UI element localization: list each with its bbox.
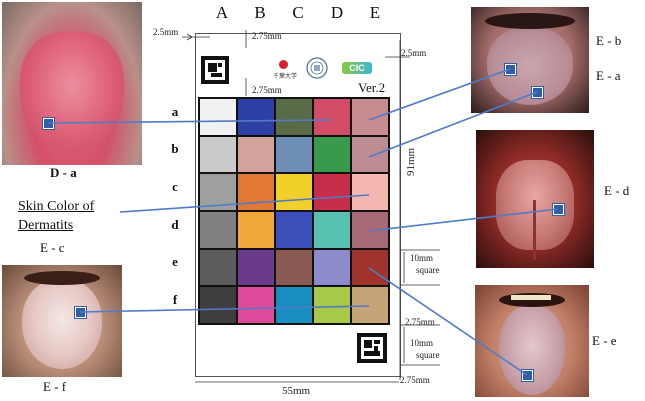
photo-label-e-a: E - a <box>596 68 621 83</box>
marker-e-b <box>505 64 516 75</box>
color-patch-b-c <box>238 174 274 210</box>
color-patch-d-f <box>314 287 350 323</box>
color-patch-e-e <box>352 249 388 286</box>
cic-logo: CIC <box>342 62 372 74</box>
color-patch-b-b <box>238 136 274 173</box>
dim-width: 55mm <box>282 385 311 397</box>
color-patch-a-d <box>200 212 236 248</box>
color-patch-c-a <box>276 99 312 135</box>
marker-e-e <box>522 370 533 381</box>
color-patch-e-c <box>352 174 388 210</box>
column-letter-c: C <box>292 3 304 22</box>
marker-e-d <box>553 204 564 215</box>
color-patch-d-d <box>314 212 350 248</box>
color-patch-a-f <box>200 287 236 323</box>
color-patch-b-a <box>238 99 274 135</box>
university-seal-icon <box>306 57 328 79</box>
color-patch-b-f <box>238 287 274 323</box>
color-patch-e-d <box>352 212 388 248</box>
dim-bottom-square: 10mm <box>410 338 434 348</box>
row-letter-a: a <box>171 104 179 119</box>
dim-top-margin-2: 2.75mm <box>252 85 282 95</box>
row-letter-c: c <box>172 179 178 194</box>
color-patch-b-e <box>238 249 274 286</box>
color-patch-a-a <box>200 99 236 135</box>
column-letter-a: A <box>215 3 229 22</box>
tongue-photo-d-a <box>2 2 142 165</box>
tongue-photo-e-b <box>471 7 589 113</box>
color-patch-d-a <box>314 99 350 135</box>
marker-d-a <box>43 118 54 129</box>
tongue-photo-e-d <box>476 130 594 268</box>
color-patch-c-d <box>276 212 312 248</box>
photo-label-d-a: D - a <box>50 165 77 180</box>
skin-color-label-line-2: Dermatits <box>18 218 74 233</box>
dim-left-margin: 2.5mm <box>153 27 179 37</box>
version-label: Ver.2 <box>358 80 386 95</box>
dim-bottom-margin: 2.75mm <box>400 375 430 385</box>
row-letter-d: d <box>171 217 179 232</box>
column-letter-d: D <box>330 3 344 22</box>
university-logo-text: 千葉大学 <box>273 73 298 80</box>
color-patch-d-e <box>314 249 350 286</box>
row-letter-f: f <box>172 292 178 307</box>
photo-label-e-e: E - e <box>592 333 617 348</box>
marker-e-a <box>532 87 543 98</box>
color-patch-e-b <box>352 136 388 173</box>
color-patch-e-a <box>352 99 388 135</box>
tongue-photo-e-f <box>2 265 122 377</box>
color-patch-d-c <box>314 174 350 210</box>
column-letter-e: E <box>369 3 381 22</box>
red-dot-logo <box>279 60 288 69</box>
color-patch-c-f <box>276 287 312 323</box>
dim-height: 91mm <box>405 147 417 176</box>
photo-label-e-f: E - f <box>43 379 67 394</box>
color-patch-c-c <box>276 174 312 210</box>
marker-e-f <box>75 307 86 318</box>
color-patch-b-d <box>238 212 274 248</box>
color-patch-a-e <box>200 249 236 286</box>
dim-bottom-square-word: square <box>416 350 440 360</box>
color-patch-c-b <box>276 136 312 173</box>
skin-color-label-line-1: Skin Color of <box>18 199 95 214</box>
photo-label-e-b: E - b <box>596 33 622 48</box>
color-patch-c-e <box>276 249 312 286</box>
color-patch-a-c <box>200 174 236 210</box>
color-patch-e-f <box>352 287 388 323</box>
dim-top-margin-1: 2.75mm <box>252 31 282 41</box>
color-patch-d-b <box>314 136 350 173</box>
color-patch-grid <box>198 97 390 325</box>
qr-marker-bottom-right <box>357 333 387 363</box>
photo-label-e-d: E - d <box>604 183 630 198</box>
photo-label-e-c: E - c <box>40 240 65 255</box>
column-letter-b: B <box>254 3 266 22</box>
dim-square-word: square <box>416 265 440 275</box>
color-patch-a-b <box>200 136 236 173</box>
dim-right-margin: 2.5mm <box>401 48 427 58</box>
dim-bottom-gap: 2.75mm <box>405 317 435 327</box>
dim-square-size: 10mm <box>410 253 434 263</box>
qr-marker-top-left <box>201 56 229 84</box>
row-letter-e: e <box>172 254 178 269</box>
row-letter-b: b <box>171 141 179 156</box>
